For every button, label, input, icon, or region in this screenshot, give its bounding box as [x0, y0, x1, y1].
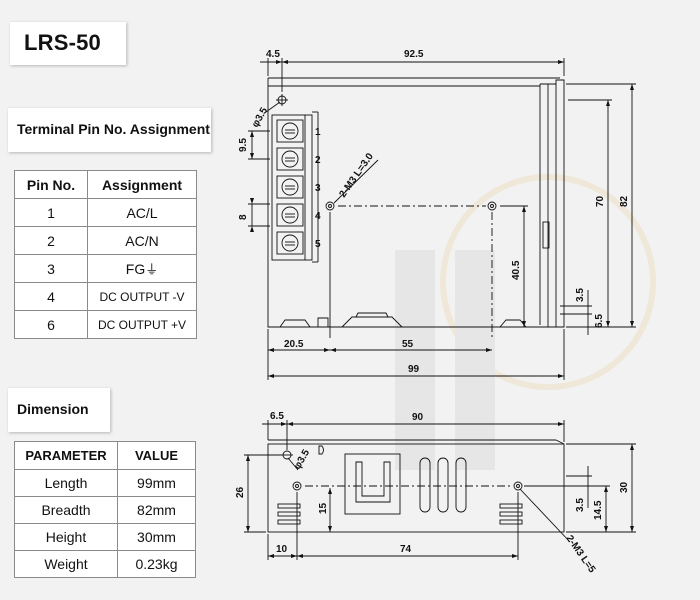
parameter-value: 82mm — [117, 496, 196, 524]
pin-assignment: AC/L — [87, 198, 197, 227]
chassis-side — [267, 443, 565, 533]
column-header: VALUE — [117, 441, 196, 470]
table-row: 3 FG⏚ — [14, 254, 197, 283]
dimension-table: PARAMETER VALUE Length 99mm Breadth 82mm… — [14, 441, 196, 578]
column-header: Assignment — [87, 170, 197, 199]
pin-assignment: FG — [125, 261, 146, 277]
dim-label: 6.5 — [270, 411, 284, 422]
model-title-card: LRS-50 — [10, 22, 126, 65]
dim-label: 30 — [619, 481, 630, 493]
dim-label: 4.5 — [266, 49, 280, 60]
pin-label: 5 — [315, 239, 321, 250]
screw-note: 2-M3 L=5 — [564, 533, 598, 575]
model-title: LRS-50 — [24, 30, 101, 55]
side-view — [244, 420, 636, 560]
column-header: PARAMETER — [14, 441, 118, 470]
mounting-hole — [513, 481, 523, 491]
table-header-row: PARAMETER VALUE — [14, 441, 196, 470]
pin-label: 3 — [315, 183, 321, 194]
terminal-block — [271, 114, 313, 261]
mounting-hole — [325, 201, 335, 211]
dim-label: φ3.5 — [292, 447, 312, 471]
pin-number: 6 — [14, 310, 88, 339]
dim-label: 55 — [402, 339, 414, 350]
mounting-hole — [292, 481, 302, 491]
terminal-heading: Terminal Pin No. Assignment — [17, 121, 210, 137]
dim-label: 3.5 — [575, 288, 586, 302]
pin-label: 4 — [315, 211, 321, 222]
dim-label: 92.5 — [404, 49, 424, 60]
table-row: 1 AC/L — [14, 198, 197, 227]
mounting-hole — [487, 201, 497, 211]
dim-label: 6.5 — [594, 314, 605, 328]
pin-assignment-cell: FG⏚ — [87, 254, 197, 283]
dim-label: 99 — [408, 364, 420, 375]
watermark — [395, 174, 656, 470]
parameter-name: Length — [14, 469, 118, 497]
table-row: 4 DC OUTPUT -V — [14, 282, 197, 311]
dim-label: φ3.5 — [250, 105, 270, 129]
dim-label: 74 — [400, 544, 412, 555]
pin-label: 1 — [315, 127, 321, 138]
dim-label: 9.5 — [238, 138, 249, 152]
pin-assignment: DC OUTPUT -V — [87, 282, 197, 311]
terminal-heading-card: Terminal Pin No. Assignment — [8, 108, 211, 152]
parameter-name: Weight — [14, 550, 118, 578]
dimension-heading: Dimension — [17, 401, 89, 417]
dim-label: 82 — [619, 195, 630, 207]
parameter-name: Height — [14, 523, 118, 551]
dim-label: 70 — [595, 195, 606, 207]
terminal-screws — [276, 119, 304, 255]
pin-assignment: DC OUTPUT +V — [87, 310, 197, 339]
pin-number: 2 — [14, 226, 88, 255]
dim-label: 14.5 — [593, 500, 604, 520]
screw-note: 2-M3 L=3.0 — [337, 151, 376, 200]
ground-icon: ⏚ — [145, 262, 159, 277]
table-row: 2 AC/N — [14, 226, 197, 255]
dim-label: 20.5 — [284, 339, 304, 350]
dimension-heading-card: Dimension — [8, 388, 110, 432]
pin-assignment-table: Pin No. Assignment 1 AC/L 2 AC/N 3 FG⏚ 4… — [14, 170, 197, 339]
table-row: Height 30mm — [14, 523, 196, 551]
parameter-name: Breadth — [14, 496, 118, 524]
arrowheads — [246, 60, 634, 558]
top-view — [248, 58, 636, 380]
dim-label: 40.5 — [511, 260, 522, 280]
table-header-row: Pin No. Assignment — [14, 170, 197, 199]
pin-label: 2 — [315, 155, 321, 166]
parameter-value: 30mm — [117, 523, 196, 551]
dim-label: 90 — [412, 412, 424, 423]
dim-label: 15 — [318, 502, 329, 514]
dim-label: 8 — [238, 214, 249, 220]
dim-label: 3.5 — [575, 498, 586, 512]
dim-label: 10 — [276, 544, 288, 555]
dim-label: 26 — [235, 486, 246, 498]
parameter-value: 0.23kg — [117, 550, 196, 578]
table-row: 6 DC OUTPUT +V — [14, 310, 197, 339]
table-row: Breadth 82mm — [14, 496, 196, 524]
table-row: Weight 0.23kg — [14, 550, 196, 578]
